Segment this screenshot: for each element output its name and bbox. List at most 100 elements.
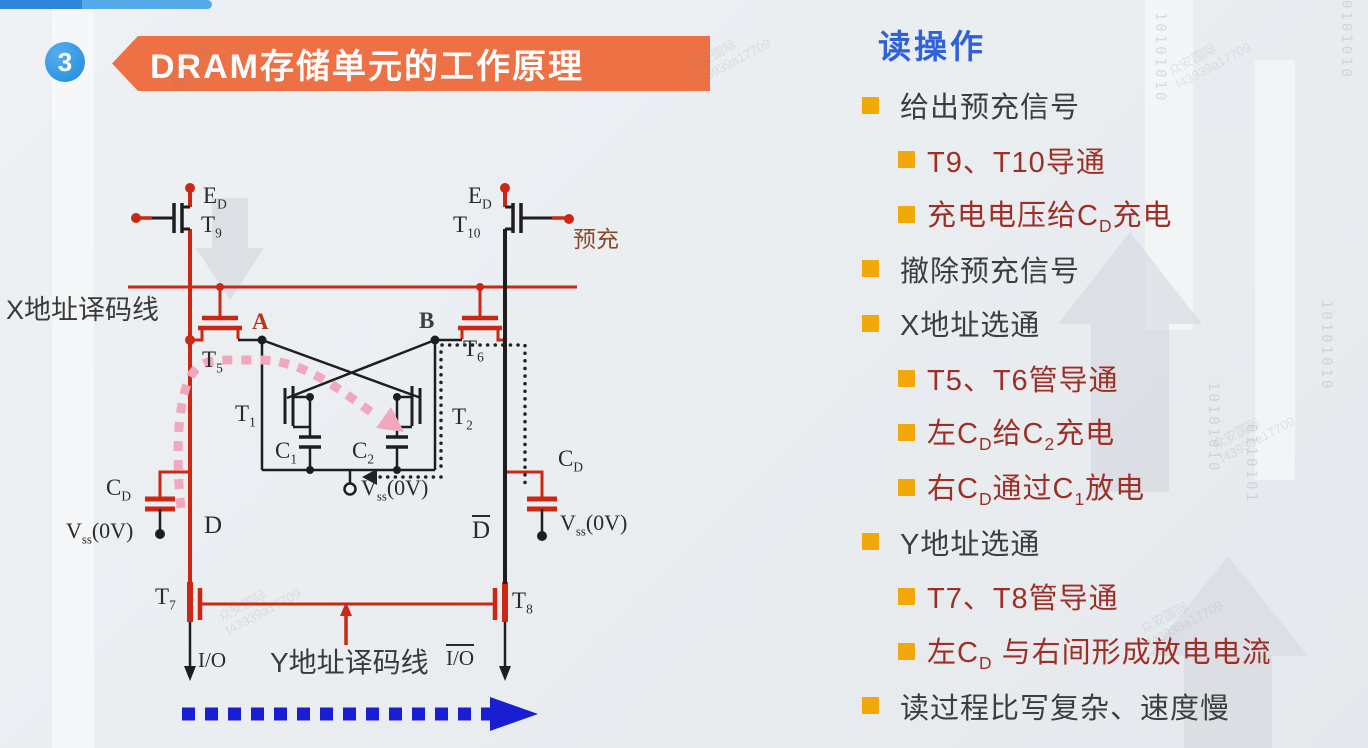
list-item: Y地址选通: [862, 515, 1040, 569]
label-part: 通过C: [992, 472, 1075, 505]
y-select-arrowhead: [340, 602, 352, 616]
circuit-label-vss-left: Vss(0V): [66, 519, 133, 547]
label-part: C: [275, 438, 291, 463]
red-junction-dots: [131, 183, 574, 345]
bullet-square-icon: [862, 533, 879, 551]
charge-path-pink-arrow: [173, 355, 377, 509]
blue-flow-arrowhead: [490, 697, 538, 731]
circuit-label-t8: T8: [512, 588, 533, 617]
circuit-label-node-b: B: [419, 308, 435, 333]
circuit-label-t5: T5: [202, 347, 223, 376]
label-part: T: [201, 212, 216, 237]
label-part: 读过程比写复杂、速度慢: [900, 692, 1231, 725]
label-part: D: [472, 517, 491, 544]
label-part: E: [468, 183, 483, 208]
label-part: T: [452, 404, 467, 429]
label-part: T: [512, 588, 527, 613]
label-part: 1: [1074, 488, 1086, 509]
bullet-square-icon: [862, 697, 879, 715]
circuit-label-node-a: A: [252, 309, 269, 334]
list-item-text: 撤除预充信号: [900, 248, 1080, 290]
label-part: T7、T8管导通: [927, 583, 1119, 616]
discharge-dotted-path: [372, 343, 527, 488]
circuit-label-dbar-line: D: [472, 517, 491, 544]
list-item-text: 左CD给C2充电: [927, 410, 1115, 455]
label-part: C: [558, 446, 574, 471]
label-part: 预充: [573, 226, 619, 252]
bullet-square-icon: [862, 314, 879, 332]
circuit-label-t1: T1: [235, 401, 256, 430]
label-part: X地址译码线: [6, 295, 160, 325]
circuit-label-ed-right: ED: [468, 183, 492, 212]
circuit-label-io-left: I/O: [198, 649, 226, 671]
label-part: X地址选通: [900, 310, 1041, 343]
label-part: 5: [216, 360, 223, 376]
label-part: C: [352, 438, 368, 463]
list-item: 给出预充信号: [862, 78, 1080, 132]
slide-number-badge: 3: [45, 42, 85, 82]
bg-binary-text: 10101010: [1205, 382, 1221, 474]
node-b-dot: [430, 335, 440, 345]
top-accent-bar-dark: [0, 0, 82, 9]
label-part: 9: [215, 225, 222, 241]
bg-binary-text: 0101010: [1338, 0, 1354, 81]
list-item-text: 左CD 与右间形成放电电流: [927, 629, 1272, 674]
bullet-square-icon: [898, 151, 915, 169]
label-part: 右C: [927, 472, 979, 505]
charge-arrowhead: [376, 407, 404, 432]
bullet-square-icon: [898, 642, 915, 660]
list-item-text: X地址选通: [900, 302, 1040, 344]
list-item-text: 充电电压给CD充电: [927, 192, 1173, 237]
read-operation-heading: 读操作: [878, 28, 986, 65]
label-part: ss: [575, 524, 586, 539]
red-wires: [128, 190, 577, 645]
node-a-dot: [257, 335, 267, 345]
label-part: ss: [376, 489, 387, 504]
bg-binary-text: 10101010: [1318, 300, 1334, 392]
label-part: T: [235, 401, 250, 426]
circuit-label-d-line: D: [204, 512, 223, 539]
bullet-square-icon: [898, 478, 915, 496]
bg-column-left: [52, 0, 94, 748]
label-part: T: [463, 336, 478, 361]
label-part: D: [204, 512, 223, 539]
bg-binary-text: 0110101: [1243, 424, 1259, 505]
io-arrowhead-left: [184, 666, 196, 681]
circuit-label-c2: C2: [352, 438, 375, 467]
circuit-label-iobar-right: I/O: [446, 647, 474, 669]
circuit-label-t10: T10: [453, 212, 481, 241]
bullet-square-icon: [898, 369, 915, 387]
bg-arrow-up-icon: [1058, 232, 1202, 492]
label-part: D: [978, 433, 993, 454]
circuit-label-y-decode-line: Y地址译码线: [270, 648, 429, 677]
label-part: 1: [249, 414, 256, 430]
label-part: (0V): [386, 475, 429, 500]
list-item-text: 读过程比写复杂、速度慢: [900, 685, 1230, 727]
label-part: Y地址选通: [900, 528, 1041, 561]
label-part: 1: [290, 451, 298, 467]
label-part: D: [573, 459, 583, 475]
bullet-square-icon: [862, 96, 879, 114]
list-item: X地址选通: [862, 296, 1040, 350]
label-part: 2: [367, 451, 375, 467]
circuit-label-cd-left: CD: [106, 475, 131, 504]
label-part: I/O: [446, 646, 474, 670]
label-part: 10: [467, 225, 481, 241]
label-part: B: [419, 308, 435, 333]
circuit-label-precharge: 预充: [573, 227, 619, 251]
cross-couple-b: [286, 338, 436, 400]
list-item-text: T9、T10导通: [927, 139, 1106, 181]
label-part: 8: [526, 601, 533, 617]
list-item: 右CD通过C1放电: [898, 460, 1145, 514]
bullet-square-icon: [898, 587, 915, 605]
list-item: 读过程比写复杂、速度慢: [862, 679, 1230, 733]
circuit-label-c1: C1: [275, 438, 298, 467]
page-title: DRAM存储单元的工作原理: [150, 48, 584, 86]
label-part: 左C: [927, 418, 979, 451]
list-item: T7、T8管导通: [898, 569, 1119, 623]
circuit-label-ed-left: ED: [203, 183, 227, 212]
top-accent-bar: [0, 0, 212, 9]
list-item-text: 给出预充信号: [900, 84, 1080, 126]
label-part: T: [155, 584, 170, 609]
